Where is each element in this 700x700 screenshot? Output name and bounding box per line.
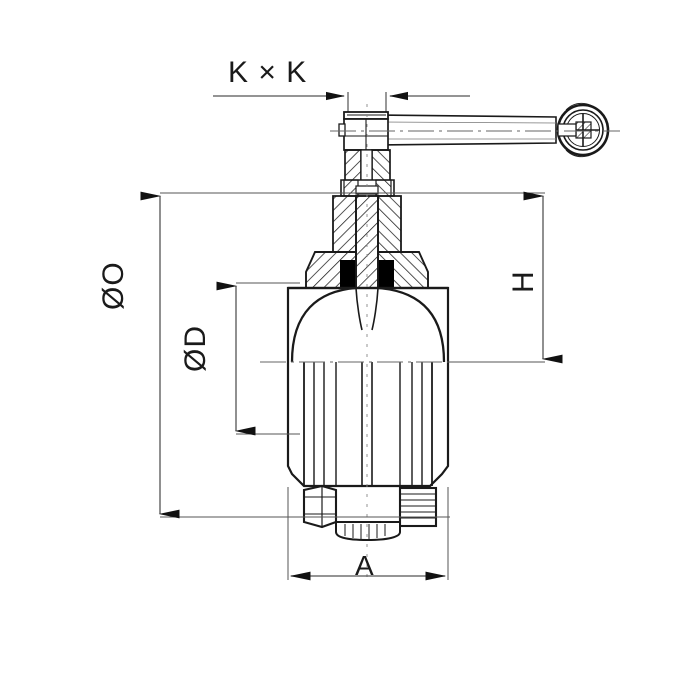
dimension-label-o: ØO: [97, 261, 130, 310]
dimension-label-a: A: [355, 550, 374, 581]
hand-lever-handle[interactable]: [378, 114, 557, 146]
valve-body: [286, 286, 450, 488]
hex-nut: [302, 484, 338, 529]
dimension-d: [216, 281, 300, 436]
handle-grip-knob[interactable]: [556, 102, 610, 158]
body-inner-liner: [303, 362, 433, 486]
dimension-label-kk: K × K: [228, 56, 308, 89]
dimension-label-d: ØD: [179, 325, 212, 372]
seal-ring: [340, 260, 394, 290]
dimension-h: [440, 191, 563, 364]
bottom-cap: [335, 521, 401, 542]
knurled-knob[interactable]: [398, 486, 438, 528]
butterfly-disc: [290, 286, 446, 363]
dimension-a: [287, 487, 449, 581]
stem-housing: [340, 149, 395, 197]
dimension-label-h: H: [507, 271, 540, 293]
